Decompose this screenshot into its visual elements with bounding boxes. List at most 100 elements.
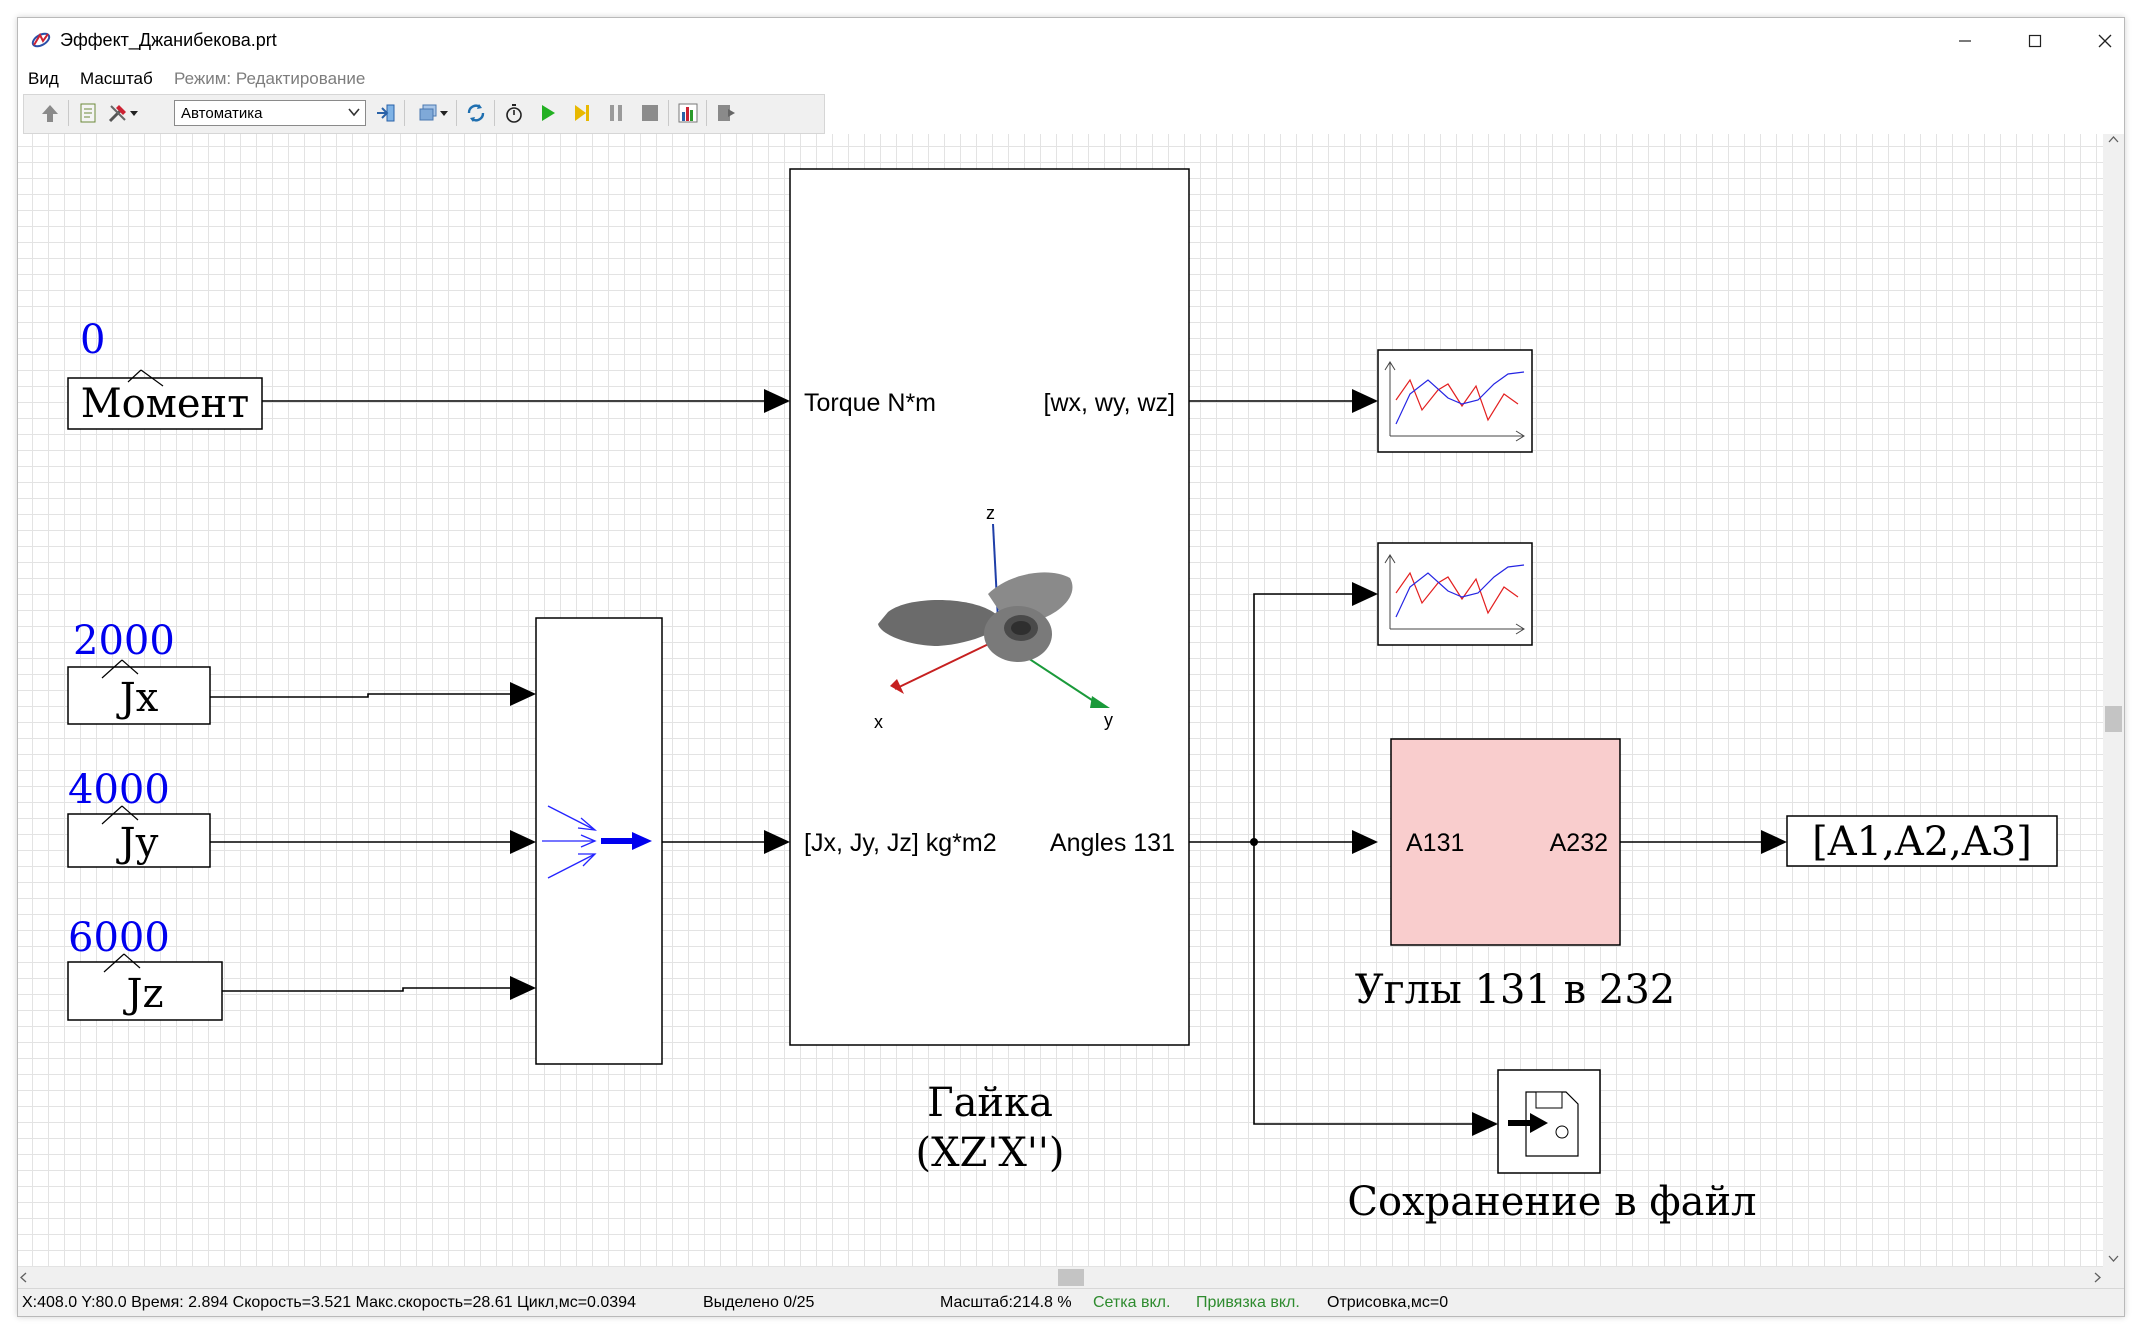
up-button[interactable]: [38, 101, 62, 125]
rigid-body-block[interactable]: Torque N*m [wx, wy, wz] [Jx, Jy, Jz] kg*…: [789, 168, 1190, 1046]
close-icon: [2098, 34, 2112, 48]
save-to-file-block[interactable]: [1497, 1069, 1601, 1174]
scope-plot-icon: [1384, 554, 1525, 635]
up-arrow-icon: [42, 105, 58, 122]
input-jx[interactable]: 2000 Jx: [67, 618, 211, 725]
port-omega: [wx, wy, wz]: [1044, 389, 1175, 417]
minimize-button[interactable]: [1930, 18, 2000, 64]
pause-button[interactable]: [604, 101, 628, 125]
layers-dropdown-button[interactable]: [438, 101, 450, 125]
window-title: Эффект_Джанибекова.prt: [60, 30, 277, 50]
wing-nut-model-icon: z y x: [874, 503, 1113, 732]
app-window: Эффект_Джанибекова.prt Вид Масштаб Режим…: [17, 17, 2125, 1317]
wires: [210, 400, 1761, 1125]
step-button[interactable]: [570, 101, 594, 125]
main-block-caption-axes: (XZ'X''): [916, 1130, 1065, 1176]
scope-plot-icon: [1384, 361, 1525, 442]
layers-button[interactable]: [416, 101, 440, 125]
sync-icon: [467, 104, 485, 122]
status-zoom: Масштаб:214.8 %: [940, 1294, 1072, 1311]
scroll-right-icon: [2094, 1272, 2101, 1283]
export-icon: [718, 105, 735, 121]
mode-select-value: Автоматика: [181, 105, 263, 122]
axis-x-label: x: [874, 712, 883, 732]
input-value: 0: [80, 317, 105, 363]
dropdown-icon: [130, 111, 138, 116]
arrowheads: [510, 389, 1787, 1136]
block-diagram: 0 Момент 2000 Jx 4000 Jy 6000: [67, 168, 2058, 1225]
mux-block[interactable]: [535, 617, 663, 1065]
input-value: 4000: [68, 767, 170, 813]
input-label: Jy: [116, 820, 159, 866]
main-block-caption: Гайка: [927, 1080, 1053, 1126]
input-jy[interactable]: 4000 Jy: [67, 767, 211, 868]
angle-converter-block[interactable]: A131 A232: [1390, 738, 1621, 946]
import-button[interactable]: [374, 101, 398, 125]
floppy-disk-icon: [1508, 1091, 1579, 1157]
play-icon: [542, 105, 555, 121]
close-button[interactable]: [2070, 18, 2124, 64]
scroll-corner: [2103, 1267, 2124, 1288]
scope-omega[interactable]: [1377, 349, 1533, 453]
output-display-text: [A1,A2,A3]: [1812, 819, 2032, 865]
export-button[interactable]: [714, 101, 738, 125]
vertical-scroll-thumb: [2105, 706, 2122, 732]
maximize-icon: [2028, 34, 2042, 48]
pause-icon: [610, 105, 622, 121]
mode-select[interactable]: Автоматика: [174, 100, 366, 126]
scope-angles[interactable]: [1377, 542, 1533, 646]
title-bar: Эффект_Джанибекова.prt: [18, 18, 2124, 64]
play-button[interactable]: [536, 101, 560, 125]
menu-scale[interactable]: Масштаб: [80, 69, 153, 88]
chevron-down-icon: [348, 108, 360, 117]
horizontal-scroll-thumb: [1058, 1269, 1084, 1286]
step-icon: [575, 105, 589, 121]
input-value: 6000: [68, 915, 170, 961]
dropdown-icon: [440, 111, 448, 116]
port-angles: Angles 131: [1050, 829, 1175, 857]
import-icon: [377, 104, 395, 122]
layers-icon: [419, 104, 437, 121]
mode-indicator: Режим: Редактирование: [174, 69, 366, 88]
status-selected: Выделено 0/25: [703, 1294, 815, 1311]
converter-caption: Углы 131 в 232: [1355, 967, 1675, 1013]
tools-button[interactable]: [106, 101, 130, 125]
app-logo-icon: [31, 32, 51, 48]
sync-button[interactable]: [464, 101, 488, 125]
chart-button[interactable]: [676, 101, 700, 125]
chart-icon: [678, 103, 698, 123]
converter-port-out: A232: [1550, 829, 1608, 857]
maximize-button[interactable]: [2000, 18, 2070, 64]
scroll-up-icon: [2108, 136, 2119, 143]
save-caption: Сохранение в файл: [1347, 1179, 1756, 1225]
scroll-down-icon: [2108, 1255, 2119, 1262]
input-jz[interactable]: 6000 Jz: [67, 915, 223, 1021]
menu-bar: Вид Масштаб Режим: Редактирование: [18, 64, 2124, 94]
status-bar: X:408.0 Y:80.0 Время: 2.894 Скорость=3.5…: [18, 1288, 2124, 1316]
input-label: Момент: [81, 381, 250, 427]
timer-button[interactable]: [502, 101, 526, 125]
menu-view[interactable]: Вид: [28, 69, 59, 88]
stop-icon: [642, 105, 658, 121]
port-inertia: [Jx, Jy, Jz] kg*m2: [804, 829, 997, 857]
scroll-left-icon: [20, 1272, 27, 1283]
axis-z-label: z: [986, 503, 995, 523]
input-label: Jx: [116, 675, 159, 721]
mux-arrows-icon: [542, 805, 652, 879]
document-icon: [80, 103, 96, 123]
stop-button[interactable]: [638, 101, 662, 125]
vertical-scrollbar[interactable]: [2103, 134, 2124, 1267]
minimize-icon: [1959, 40, 1971, 42]
output-display[interactable]: [A1,A2,A3]: [1786, 815, 2058, 867]
horizontal-scrollbar[interactable]: [18, 1267, 2103, 1288]
status-coords: X:408.0 Y:80.0 Время: 2.894 Скорость=3.5…: [22, 1294, 636, 1311]
diagram-canvas[interactable]: 0 Момент 2000 Jx 4000 Jy 6000: [18, 134, 2103, 1267]
axis-y-label: y: [1104, 710, 1113, 730]
status-grid: Сетка вкл.: [1093, 1294, 1171, 1311]
tools-icon: [108, 105, 126, 123]
document-button[interactable]: [76, 101, 100, 125]
junction-dot: [1250, 838, 1258, 846]
tools-dropdown-button[interactable]: [128, 101, 140, 125]
port-torque: Torque N*m: [804, 389, 936, 417]
input-moment[interactable]: 0 Момент: [67, 317, 263, 430]
